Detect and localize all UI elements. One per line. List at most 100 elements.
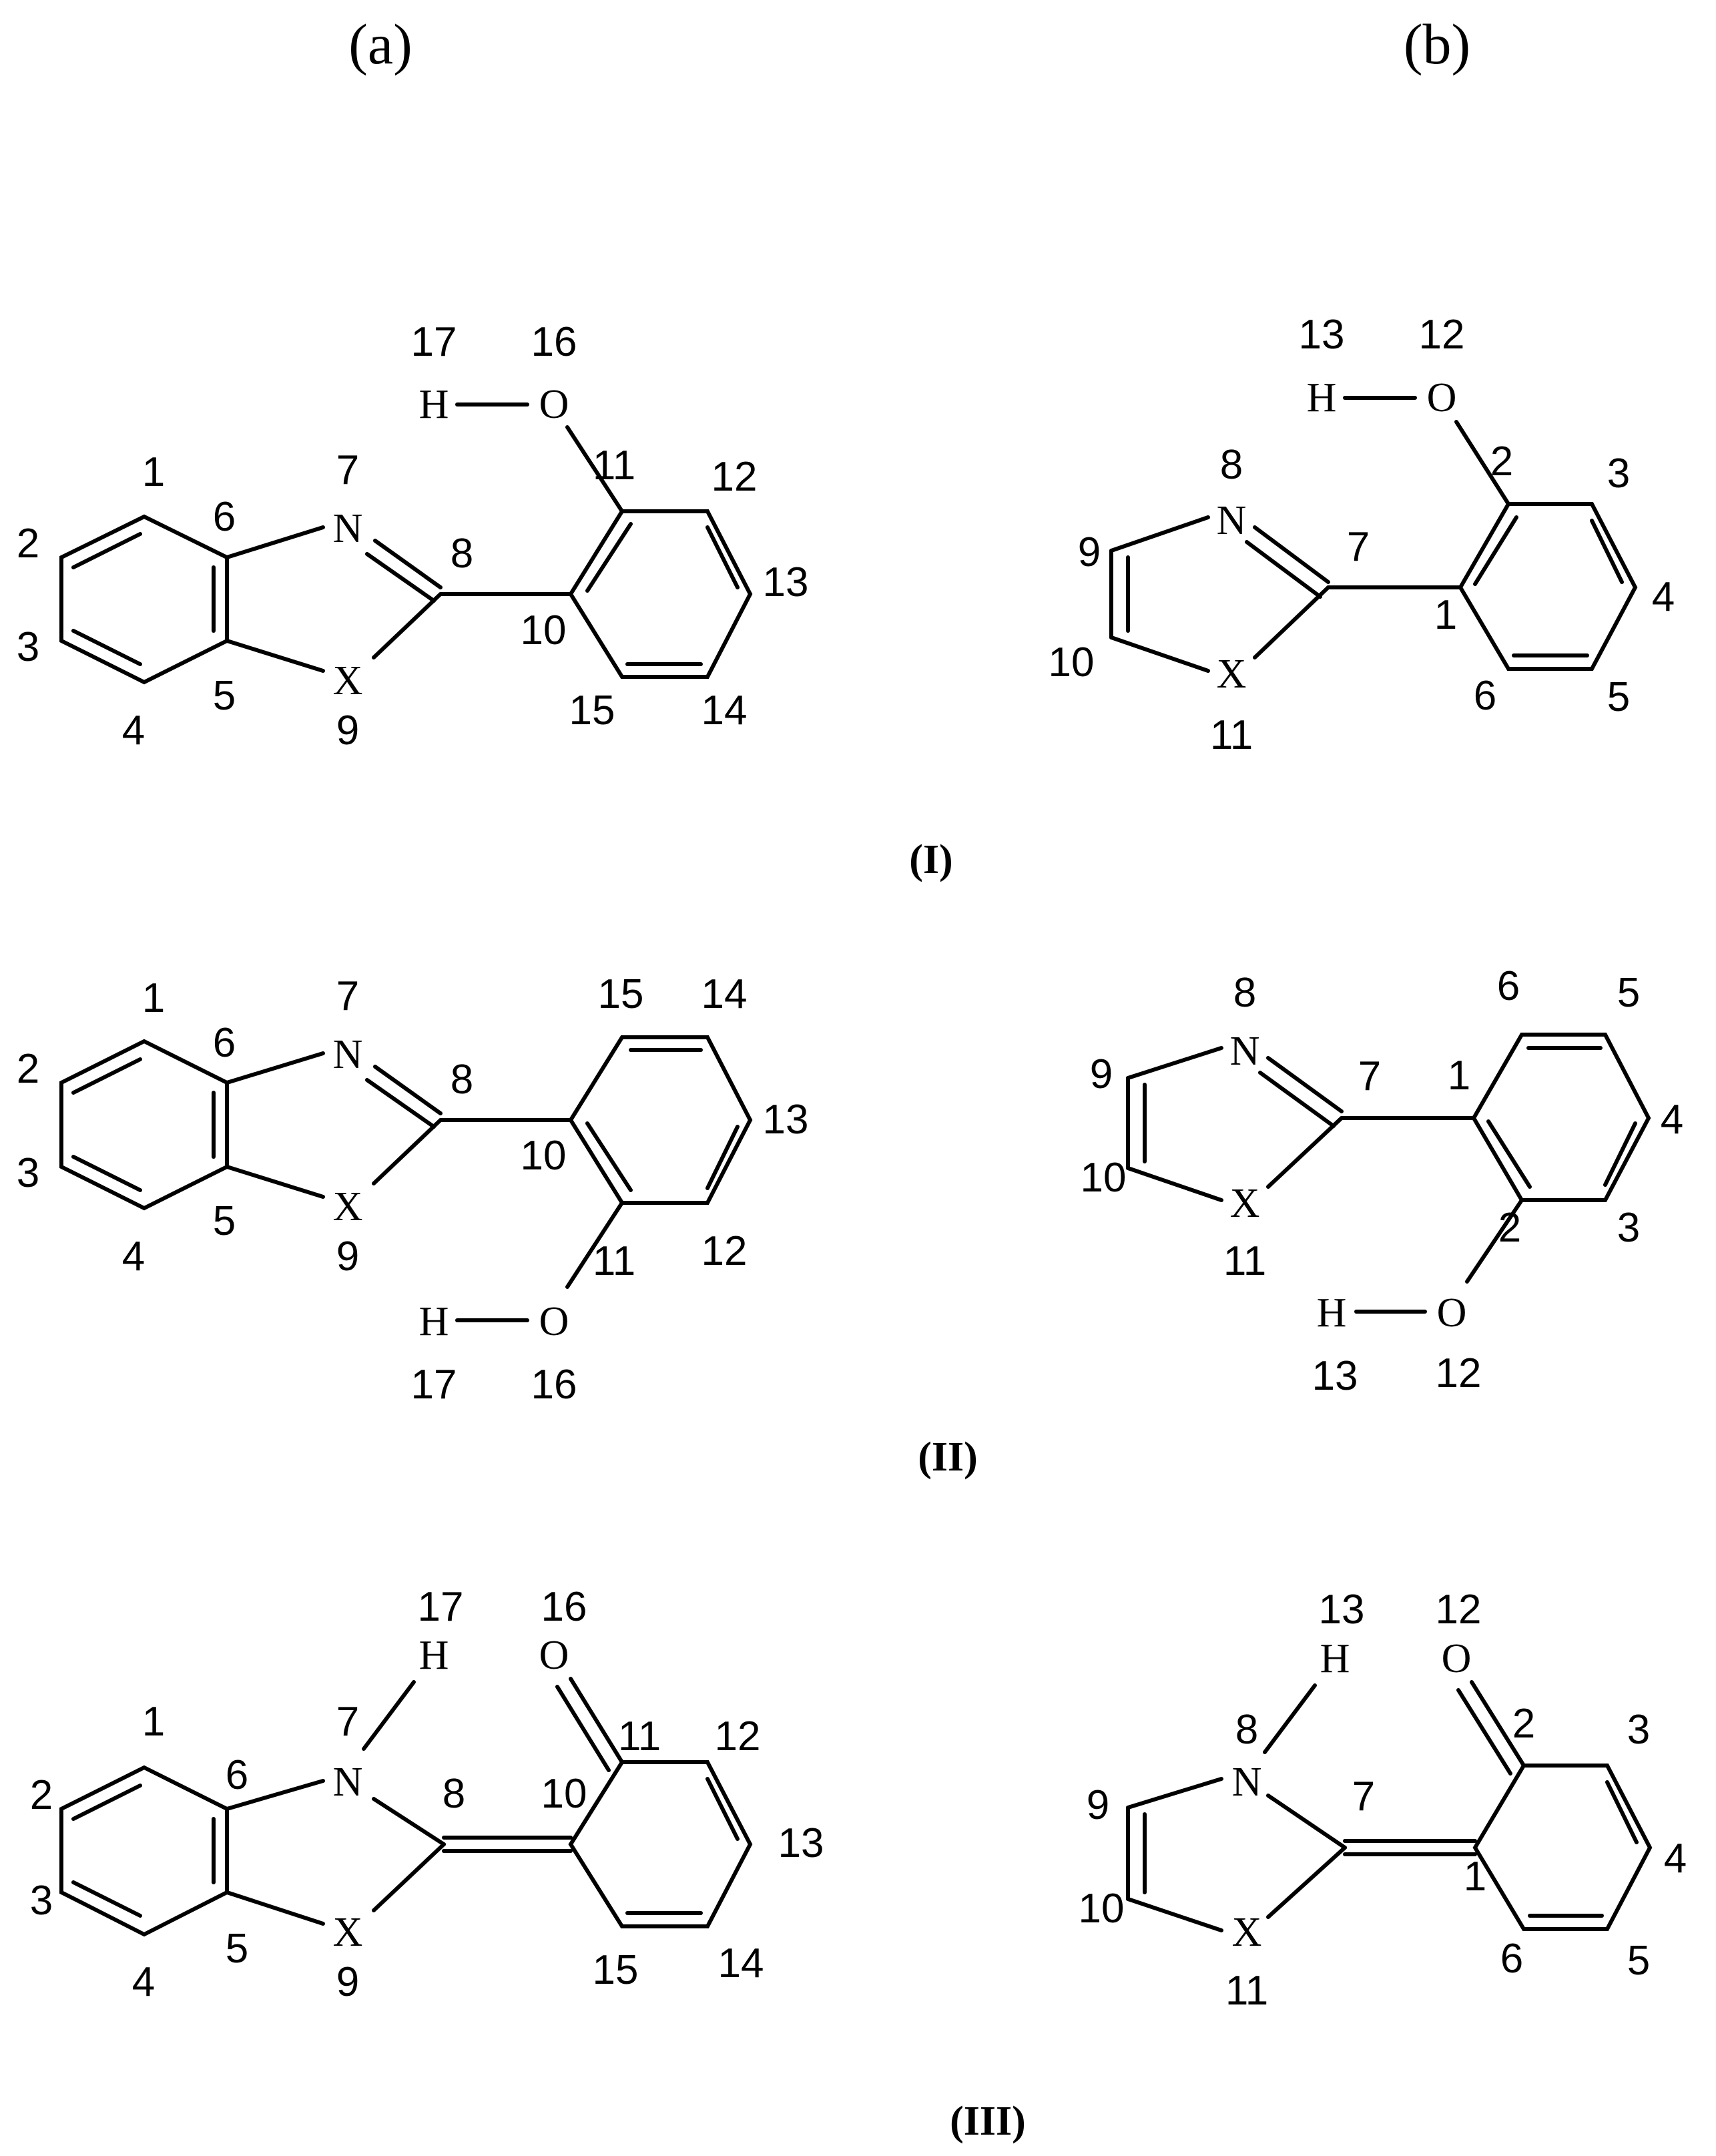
- atom-H: H: [1317, 1290, 1347, 1336]
- atom-number: 5: [226, 1926, 248, 1972]
- atom-number: 4: [1661, 1097, 1683, 1143]
- atom-number: 10: [1049, 639, 1095, 686]
- atom-number: 9: [1090, 1051, 1113, 1097]
- atom-number: 8: [1235, 1707, 1258, 1753]
- atom-number: 8: [443, 1771, 465, 1817]
- atom-number: 10: [1079, 1886, 1125, 1932]
- atom-number: 7: [336, 447, 359, 493]
- structure-I-b: N X O H 1 2 3 4 5 6 7 8 9 10 11 12 13: [1049, 312, 1675, 758]
- atom-number: 14: [701, 971, 748, 1017]
- atom-number: 13: [1312, 1353, 1358, 1399]
- structure-II-a: N X O H 1 2 3 4 5 6 7 8 9 10 11 12 13 14…: [17, 971, 809, 1408]
- atom-X: X: [333, 1910, 363, 1955]
- atom-number: 17: [411, 1362, 457, 1408]
- atom-number: 5: [213, 1198, 236, 1244]
- atom-number: 7: [336, 973, 359, 1019]
- atom-number: 6: [1474, 673, 1496, 719]
- atom-number: 4: [122, 1234, 145, 1280]
- atom-number: 16: [531, 1362, 577, 1408]
- atom-number: 7: [336, 1699, 359, 1745]
- column-header-b: (b): [1404, 12, 1470, 76]
- structure-label-III: (III): [950, 2099, 1026, 2144]
- atom-N: N: [1230, 1029, 1260, 1074]
- atom-number: 9: [336, 1234, 359, 1280]
- atom-number: 10: [521, 1133, 567, 1179]
- atom-number: 12: [1436, 1587, 1482, 1633]
- atom-number: 6: [1497, 963, 1520, 1009]
- atom-number: 11: [593, 443, 635, 489]
- atom-number: 13: [778, 1820, 824, 1866]
- atom-number: 3: [30, 1878, 53, 1924]
- atom-number: 12: [1419, 312, 1465, 358]
- atom-number: 5: [1607, 674, 1630, 720]
- atom-number: 2: [1512, 1701, 1535, 1747]
- atom-number: 9: [336, 708, 359, 754]
- atom-O: O: [1437, 1290, 1467, 1336]
- atom-number: 7: [1358, 1053, 1381, 1099]
- atom-X: X: [1232, 1910, 1262, 1955]
- atom-number: 1: [142, 1699, 165, 1745]
- atom-number: 8: [451, 1057, 473, 1103]
- atom-number: 3: [17, 624, 39, 670]
- structure-label-I: (I): [909, 837, 952, 882]
- atom-H: H: [419, 1299, 449, 1344]
- atom-number: 16: [541, 1584, 587, 1630]
- atom-number: 9: [1087, 1782, 1109, 1828]
- atom-X: X: [1217, 651, 1247, 697]
- atom-number: 10: [521, 607, 567, 653]
- atom-number: 8: [1233, 970, 1256, 1016]
- atom-number: 8: [1220, 442, 1243, 488]
- atom-number: 15: [569, 688, 615, 734]
- atom-number: 13: [763, 559, 809, 605]
- atom-O: O: [1442, 1636, 1472, 1681]
- atom-number: 6: [226, 1752, 248, 1798]
- atom-number: 15: [593, 1947, 639, 1993]
- atom-number: 1: [1448, 1053, 1470, 1099]
- atom-number: 3: [1617, 1205, 1640, 1251]
- atom-number: 12: [711, 454, 758, 500]
- atom-number: 6: [213, 494, 236, 540]
- atom-number: 3: [1627, 1707, 1650, 1753]
- atom-number: 10: [1081, 1155, 1127, 1201]
- atom-O: O: [539, 1633, 569, 1678]
- atom-number: 4: [122, 708, 145, 754]
- structure-III-a: N X O H 1 2 3 4 5 6 7 8 9 10 11 12 13 14…: [30, 1584, 824, 2005]
- atom-X: X: [1230, 1181, 1260, 1226]
- atom-number: 9: [1078, 529, 1101, 575]
- atom-number: 11: [1210, 712, 1253, 758]
- structure-III-b: N X O H 1 2 3 4 5 6 7 8 9 10 11 12 13: [1079, 1587, 1687, 2014]
- atom-number: 7: [1347, 524, 1370, 570]
- atom-number: 2: [30, 1772, 53, 1818]
- atom-number: 1: [1434, 592, 1457, 638]
- structure-I-a: N X O H 1 2 3 4 5 6 7 8 9 10 11 12 13 14…: [17, 319, 809, 754]
- atom-number: 7: [1352, 1774, 1375, 1820]
- atom-number: 13: [1319, 1587, 1365, 1633]
- atom-number: 2: [1490, 439, 1513, 485]
- atom-number: 1: [142, 449, 165, 495]
- structure-II-b: N X O H 1 2 3 4 5 6 7 8 9 10 11 12 13: [1081, 963, 1684, 1399]
- atom-number: 5: [213, 673, 236, 719]
- atom-number: 6: [1500, 1936, 1523, 1982]
- atom-H: H: [1320, 1636, 1350, 1681]
- atom-number: 17: [418, 1584, 464, 1630]
- atom-number: 1: [1464, 1854, 1486, 1900]
- atom-number: 8: [451, 531, 473, 577]
- atom-number: 4: [1664, 1836, 1687, 1882]
- structure-label-II: (II): [918, 1434, 978, 1480]
- atom-number: 13: [1299, 312, 1345, 358]
- atom-number: 4: [1652, 574, 1675, 620]
- atom-N: N: [333, 1760, 363, 1805]
- atom-X: X: [333, 658, 363, 704]
- atom-O: O: [539, 1299, 569, 1344]
- atom-N: N: [1217, 498, 1247, 543]
- atom-number: 10: [541, 1771, 587, 1817]
- atom-number: 16: [531, 319, 577, 365]
- atom-number: 6: [213, 1020, 236, 1066]
- atom-number: 5: [1627, 1938, 1650, 1984]
- atom-number: 12: [715, 1713, 761, 1760]
- atom-number: 4: [132, 1959, 155, 2005]
- atom-number: 13: [763, 1097, 809, 1143]
- atom-X: X: [333, 1184, 363, 1230]
- atom-number: 14: [718, 1940, 764, 1986]
